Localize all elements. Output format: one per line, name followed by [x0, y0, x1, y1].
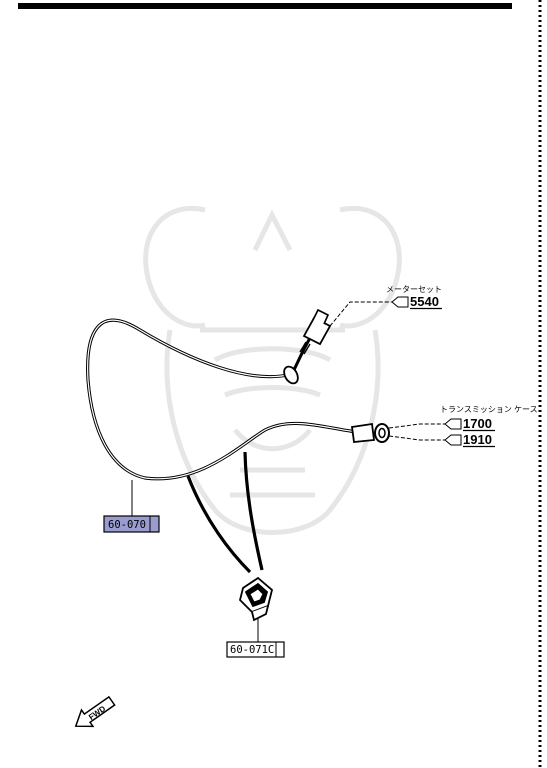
callout-transmission-case: トランスミッション ケース 1700 1910 — [388, 405, 538, 448]
speedometer-cable — [86, 308, 390, 516]
part-number: 60-070 — [108, 519, 146, 531]
reference-number[interactable]: 1910 — [463, 432, 492, 447]
part-number: 60-071C — [230, 644, 274, 656]
fwd-arrow-icon: FWD — [74, 695, 116, 728]
callout-meter-set: メーターセット 5540 — [329, 285, 442, 327]
part-label-cable[interactable]: 60-070 — [103, 515, 160, 533]
cable-clip-icon — [239, 576, 274, 622]
clip-leader-lines — [186, 451, 264, 642]
callout-label-meter-set: メーターセット — [386, 285, 442, 294]
reference-number[interactable]: 5540 — [410, 294, 439, 309]
reference-arrow-icon — [444, 434, 462, 446]
part-label-clip[interactable]: 60-071C — [226, 641, 285, 658]
samurai-watermark-icon — [143, 206, 402, 535]
reference-arrow-icon — [444, 418, 462, 430]
callout-label-transmission-case: トランスミッション ケース — [440, 405, 538, 414]
reference-arrow-icon — [391, 296, 409, 308]
reference-number[interactable]: 1700 — [463, 416, 492, 431]
top-rule — [18, 3, 512, 9]
